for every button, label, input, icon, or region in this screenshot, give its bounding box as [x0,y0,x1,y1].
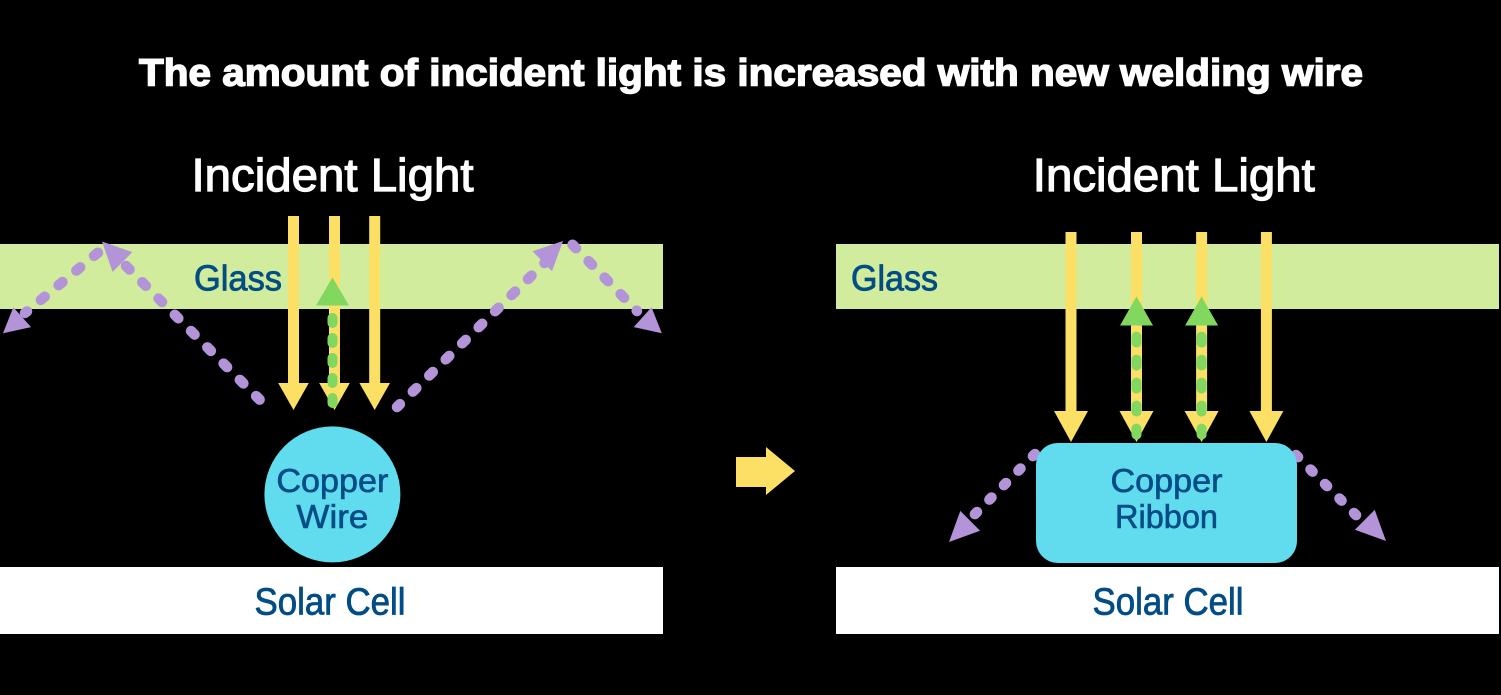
svg-text:Solar Cell: Solar Cell [1093,582,1244,624]
svg-text:Copper: Copper [1111,462,1223,499]
svg-text:Glass: Glass [851,258,938,299]
svg-text:Copper: Copper [276,462,388,499]
svg-text:Solar Cell: Solar Cell [255,582,406,624]
svg-text:Incident Light: Incident Light [1033,149,1315,201]
svg-text:The amount of incident light i: The amount of incident light is increase… [139,53,1363,95]
svg-text:Incident Light: Incident Light [192,149,474,201]
svg-text:Wire: Wire [296,498,368,535]
svg-text:Ribbon: Ribbon [1115,498,1218,535]
svg-text:Glass: Glass [194,258,282,299]
